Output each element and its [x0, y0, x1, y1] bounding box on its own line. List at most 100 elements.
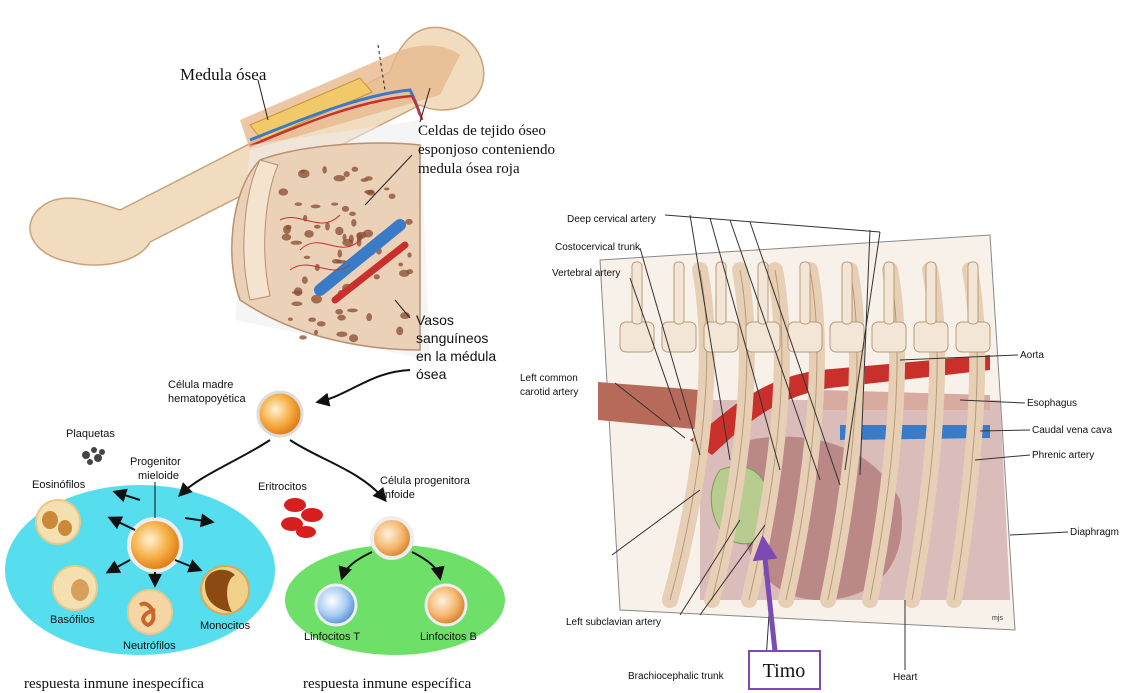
vertebra [956, 322, 990, 352]
vertebral-spine [968, 262, 978, 324]
arrow-stem-to-myeloid [180, 440, 270, 495]
trabecula-pore [325, 222, 330, 231]
trabecula-pore [295, 202, 303, 206]
label-innate-response: respuesta inmune inespecífica [24, 676, 204, 692]
trabecula-pore [322, 166, 326, 173]
label-deep-cervical-artery: Deep cervical artery [567, 214, 656, 225]
trabecula-pore [364, 190, 373, 194]
vertebra [872, 322, 906, 352]
trabecula-pore [308, 318, 316, 322]
label-vessels-1: Vasos [416, 312, 454, 328]
label-lymphoid-1: Célula progenitora [380, 475, 471, 487]
artist-signature: mjs [992, 615, 1003, 622]
vertebra [704, 322, 738, 352]
trabecula-pore [344, 171, 350, 177]
label-left-common-carotid-1: Left common [520, 373, 578, 384]
label-basophils: Basófilos [50, 614, 95, 626]
trabecula-pore [361, 178, 368, 182]
vertebra [620, 322, 654, 352]
label-b-cells: Linfocitos B [420, 631, 477, 643]
trabecula-pore [304, 256, 311, 259]
label-spongy-1: Celdas de tejido óseo [418, 123, 546, 139]
vertebra [914, 322, 948, 352]
label-vessels-2: sanguíneos [416, 330, 488, 346]
label-erythrocytes: Eritrocitos [258, 481, 307, 493]
trabecula-pore [304, 230, 313, 237]
lymphoid-progenitor-cell [372, 518, 412, 558]
trabecula-pore [278, 188, 288, 195]
trabecula-pore [302, 276, 308, 283]
trabecula-pore [366, 313, 372, 321]
trabecula-pore [282, 234, 291, 241]
vertebra [746, 322, 780, 352]
trabecula-pore [347, 308, 358, 312]
label-lymphoid-2: linfoide [380, 489, 415, 501]
label-vessels-3: en la médula [416, 348, 496, 364]
trabecula-pore [406, 269, 413, 274]
trabecula-pore [331, 202, 338, 205]
trabecula-pore [384, 187, 389, 190]
vertebral-spine [800, 262, 810, 324]
label-left-common-carotid-2: carotid artery [520, 387, 578, 398]
vertebral-spine [674, 262, 684, 324]
trabecula-pore [283, 225, 291, 234]
trabecula-pore [342, 206, 349, 212]
vertebral-spine [842, 262, 852, 324]
label-stem-1: Célula madre [168, 379, 233, 391]
vertebra [662, 322, 696, 352]
trabecula-pore [337, 315, 346, 321]
label-neutrophils: Neutrófilos [123, 640, 176, 652]
thorax-illustration [598, 235, 1015, 630]
label-aorta: Aorta [1020, 350, 1044, 361]
vertebrae [620, 262, 990, 352]
label-myeloid-1: Progenitor [130, 456, 181, 468]
label-left-subclavian-artery: Left subclavian artery [566, 617, 661, 628]
trabecula-pore [311, 295, 322, 304]
label-spongy-2: esponjoso conteniendo [418, 142, 555, 158]
label-adaptive-response: respuesta inmune específica [303, 676, 472, 692]
trabecula-pore [311, 205, 321, 209]
monocyte-cell [201, 566, 249, 614]
label-caudal-vena-cava: Caudal vena cava [1032, 425, 1112, 436]
stem-cell [258, 392, 302, 436]
label-vertebral-artery: Vertebral artery [552, 268, 620, 279]
trabecula-pore [299, 335, 307, 339]
label-myeloid-2: mieloide [138, 470, 179, 482]
neutrophil-cell [128, 590, 172, 634]
vertebral-spine [884, 262, 894, 324]
arrow-to-stem-cell [318, 370, 410, 402]
trabecula-pore [374, 274, 380, 279]
label-phrenic-artery: Phrenic artery [1032, 450, 1094, 461]
label-brachiocephalic-trunk: Brachiocephalic trunk [628, 671, 725, 682]
label-thymus: Timo [763, 660, 806, 682]
label-costocervical-trunk: Costocervical trunk [555, 242, 641, 253]
trabecula-pore [314, 330, 318, 335]
trabecula-pore [405, 219, 413, 225]
trabecula-pore [291, 302, 302, 307]
label-medula-osea: Medula ósea [180, 65, 267, 84]
label-vessels-4: ósea [416, 366, 447, 382]
trabecula-pore [407, 252, 411, 257]
myeloid-progenitor-cell [129, 519, 181, 571]
vertebral-spine [926, 262, 936, 324]
label-monocytes: Monocitos [200, 620, 251, 632]
label-spongy-3: medula ósea roja [418, 161, 520, 177]
t-lymphocyte-cell [316, 585, 356, 625]
trabecula-pore [349, 334, 358, 342]
eosinophil-cell [36, 500, 80, 544]
trabecula-pore [336, 331, 347, 336]
trabecula-pore [396, 327, 403, 336]
trabecula-pore [352, 167, 359, 172]
trabecula-pore [398, 262, 403, 266]
trabecula-pore [314, 225, 321, 229]
trabecula-pore [335, 227, 343, 235]
trabecula-pore [300, 170, 305, 173]
trabecula-pore [389, 193, 396, 199]
label-diaphragm: Diaphragm [1070, 527, 1119, 538]
trabecula-pore [363, 230, 373, 238]
label-stem-2: hematopoyética [168, 393, 247, 405]
vertebral-spine [632, 262, 642, 324]
basophil-cell [53, 566, 97, 610]
trabecula-pore [288, 317, 293, 320]
